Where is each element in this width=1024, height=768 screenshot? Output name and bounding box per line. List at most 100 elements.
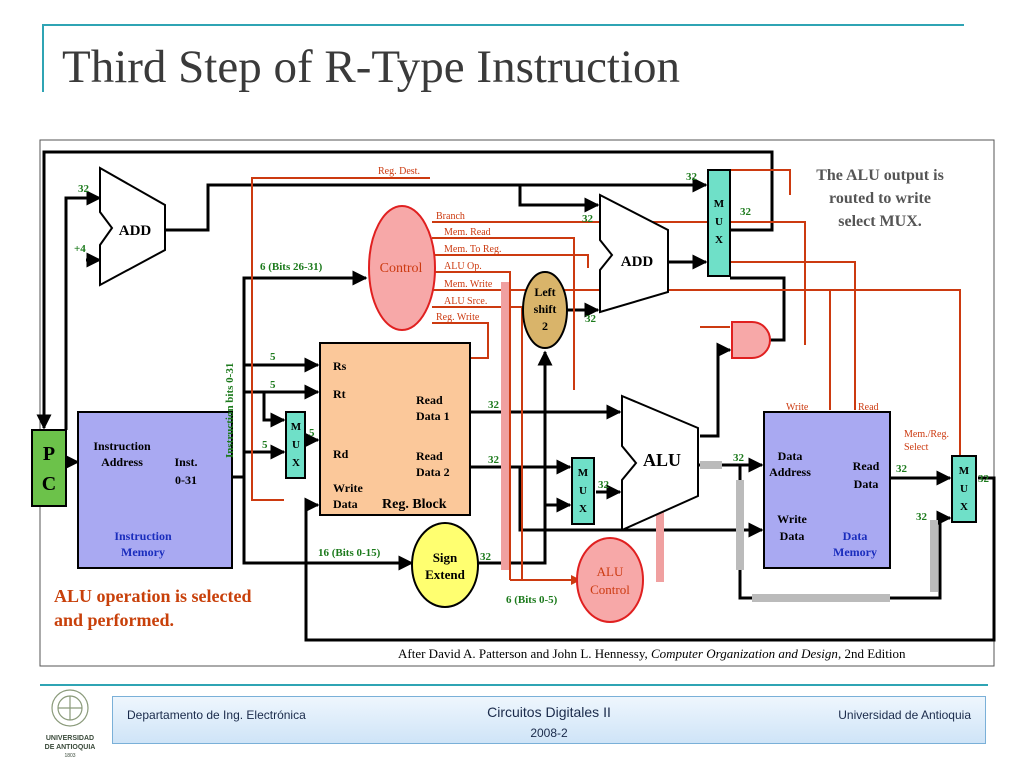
- bus-bits-0-5: 6 (Bits 0-5): [506, 594, 558, 606]
- callout-line-2: routed to write: [829, 190, 931, 207]
- bus-32-shift: 32: [585, 313, 597, 325]
- bus-32-read2: 32: [488, 454, 500, 466]
- branch-adder-label: ADD: [621, 254, 654, 270]
- inst-label-1: Inst.: [174, 455, 197, 469]
- mux-alusrc: M U X: [571, 457, 595, 525]
- alu-label: ALU: [643, 450, 681, 470]
- title-accent-left: [42, 24, 44, 92]
- sign-extend-label-2: Extend: [425, 567, 466, 582]
- mux-regdst-m: M: [291, 421, 302, 433]
- reg-rt-label: Rt: [333, 387, 346, 401]
- data-mem-read-signal: Read: [858, 402, 879, 413]
- reg-rd-label: Rd: [333, 447, 349, 461]
- signal-alu-op: ALU Op.: [444, 261, 482, 272]
- footer-course: Circuitos Digitales II: [487, 704, 611, 720]
- control-wires: [251, 169, 961, 585]
- mux-branch-u: U: [715, 216, 723, 228]
- shift-label-3: 2: [542, 319, 548, 333]
- reg-rs-label: Rs: [333, 359, 347, 373]
- bus-32-pc-add: 32: [78, 183, 90, 195]
- pc-label-c: C: [42, 473, 56, 495]
- signal-branch: Branch: [436, 211, 465, 222]
- step-note: ALU operation is selected and performed.: [54, 586, 251, 630]
- footer-university: Universidad de Antioquia: [838, 708, 971, 722]
- mux-branch: M U X: [707, 169, 731, 277]
- bus-5-rd: 5: [262, 439, 268, 451]
- instruction-memory: [77, 411, 233, 569]
- inst-label-2: 0-31: [175, 473, 197, 487]
- callout: The ALU output is routed to write select…: [816, 167, 944, 230]
- alu: [621, 394, 699, 532]
- control-unit: [368, 205, 436, 331]
- bus-32-mux-out: 32: [740, 206, 752, 218]
- diagram-frame: [39, 139, 995, 667]
- instr-mem-name-2: Memory: [121, 545, 165, 559]
- bus-32-sign-out: 32: [480, 551, 492, 563]
- mux-alusrc-m: M: [578, 467, 589, 479]
- bus-5-mux-out: 5: [309, 427, 315, 439]
- instr-mem-name-1: Instruction: [114, 529, 172, 543]
- bus-32-final-mux: 32: [978, 473, 990, 485]
- mux-memtoreg-x: X: [960, 501, 968, 513]
- pc-label-p: P: [43, 443, 55, 465]
- footer-bar: Departamento de Ing. Electrónica Circuit…: [112, 696, 986, 744]
- bus-32-mux-in: 32: [686, 171, 698, 183]
- note-line-1: ALU operation is selected: [54, 586, 251, 606]
- reg-write-data-1: Write: [333, 481, 363, 495]
- credit-suffix: , 2nd Edition: [838, 646, 906, 661]
- mux-branch-x: X: [715, 234, 723, 246]
- signal-alu-srce: ALU Srce.: [444, 296, 487, 307]
- reg-read2-1: Read: [416, 449, 443, 463]
- bus-32-read-data: 32: [896, 463, 908, 475]
- data-read-2: Data: [854, 477, 879, 491]
- alu-control-label-2: Control: [590, 582, 630, 597]
- register-block: [319, 342, 471, 516]
- bus-instruction-bits: Instruction bits 0-31: [224, 363, 236, 458]
- mux-regdst-x: X: [292, 457, 300, 469]
- footer-department: Departamento de Ing. Electrónica: [127, 708, 306, 722]
- sign-extend-label-1: Sign: [433, 550, 458, 565]
- alu-control-label-1: ALU: [597, 564, 624, 579]
- instr-address-label-1: Instruction: [93, 439, 151, 453]
- data-write-2: Data: [780, 529, 805, 543]
- mux-alusrc-x: X: [579, 503, 587, 515]
- signal-reg-dest: Reg. Dest.: [378, 166, 420, 177]
- branch-and-gate: [731, 321, 771, 359]
- control-unit-label: Control: [380, 261, 423, 276]
- control-signal-labels: Reg. Dest. Branch Mem. Read Mem. To Reg.…: [378, 166, 949, 453]
- reg-read1-1: Read: [416, 393, 443, 407]
- data-wires: [36, 150, 996, 642]
- reg-read2-2: Data 2: [416, 465, 450, 479]
- mux-memtoreg: M U X: [951, 455, 977, 523]
- footer-term: 2008-2: [530, 726, 568, 740]
- signal-mem-write: Mem. Write: [444, 279, 493, 290]
- data-address-2: Address: [769, 465, 811, 479]
- reg-block-name: Reg. Block: [382, 497, 447, 512]
- bus-32-bypass: 32: [916, 511, 928, 523]
- bus-5-rs: 5: [270, 351, 276, 363]
- bus-5-rt: 5: [270, 379, 276, 391]
- slide-title: Third Step of R-Type Instruction: [62, 41, 681, 93]
- logo-line-3: 1803: [64, 753, 75, 759]
- instr-address-label-2: Address: [101, 455, 143, 469]
- credit-prefix: After David A. Patterson and John L. Hen…: [398, 646, 651, 661]
- mux-alusrc-u: U: [579, 485, 587, 497]
- logo-line-1: UNIVERSIDAD: [46, 735, 94, 742]
- bus-bits-26-31: 6 (Bits 26-31): [260, 261, 323, 273]
- credit-line: After David A. Patterson and John L. Hen…: [398, 646, 906, 661]
- data-address-1: Data: [778, 449, 803, 463]
- data-mem-name-1: Data: [843, 529, 868, 543]
- mem-reg-select-1: Mem./Reg.: [904, 429, 949, 440]
- data-read-1: Read: [853, 459, 880, 473]
- mux-memtoreg-u: U: [960, 483, 968, 495]
- bus-labels: 32 +4 32 32 32 32 6 (Bits 26-31) 5 5 5 5…: [74, 171, 990, 606]
- bus-plus4: +4: [74, 243, 86, 255]
- callout-line-1: The ALU output is: [816, 167, 944, 184]
- data-mem-write-signal: Write: [786, 402, 809, 413]
- reg-read1-2: Data 1: [416, 409, 450, 423]
- sign-extend-unit: [411, 522, 479, 608]
- note-line-2: and performed.: [54, 610, 174, 630]
- pc-adder-label: ADD: [119, 223, 152, 239]
- data-write-1: Write: [777, 512, 807, 526]
